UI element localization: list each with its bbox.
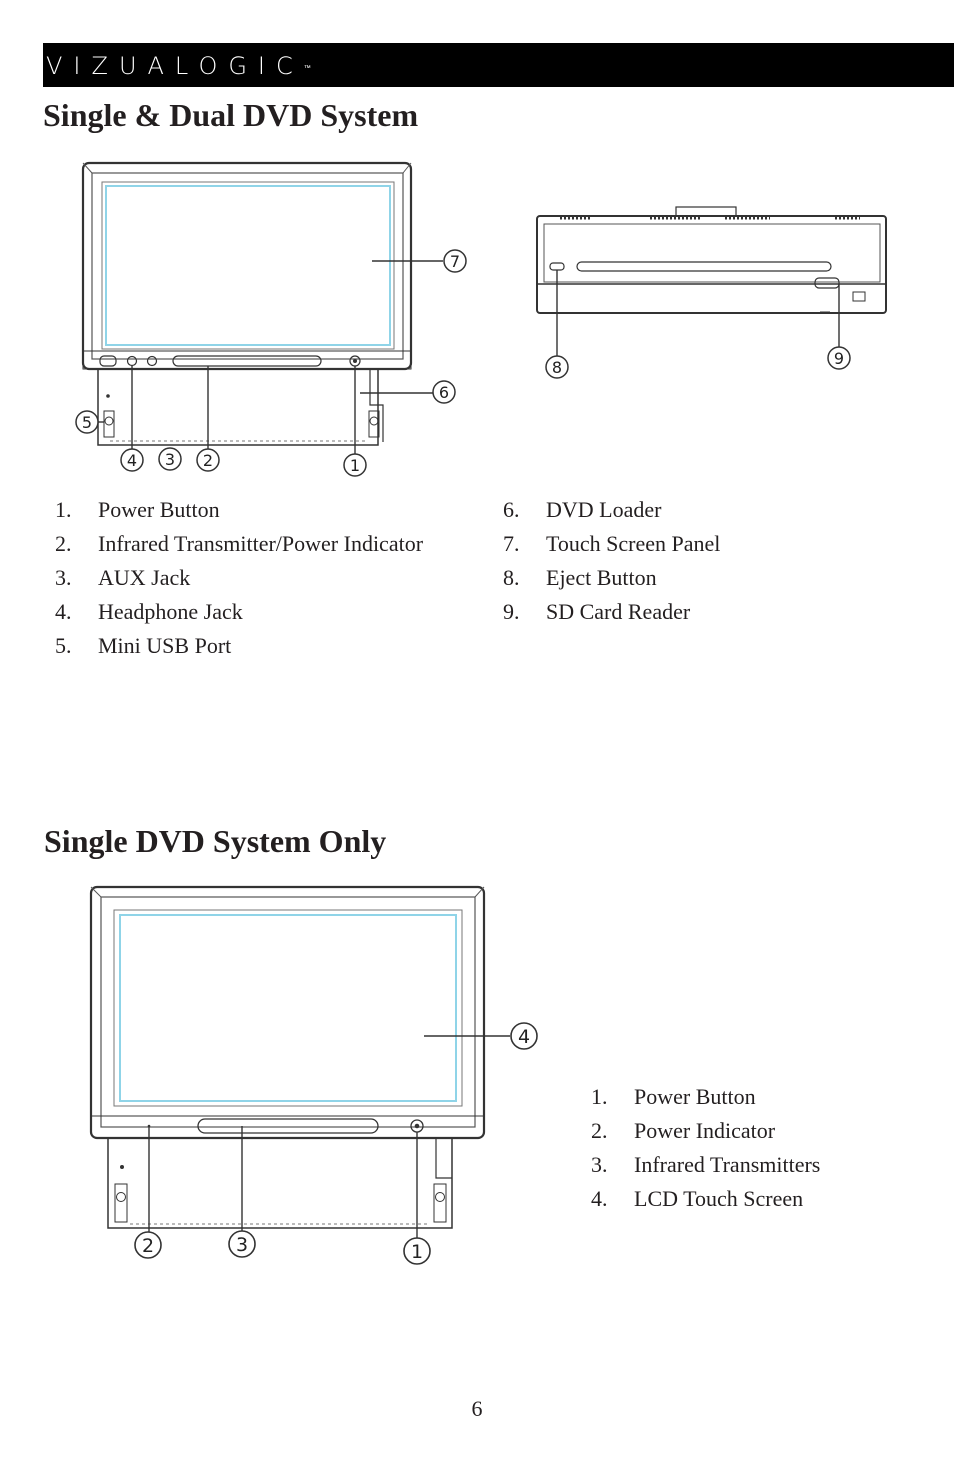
svg-text:7: 7	[450, 252, 460, 271]
list-item: 4.LCD Touch Screen	[591, 1186, 804, 1211]
callout-2: 2	[196, 448, 220, 472]
callout-4: 4	[120, 448, 144, 472]
dual-front-view-diagram: 7 6 5 4 3 2 1	[70, 155, 470, 485]
callout-3: 3	[228, 1230, 256, 1258]
callout-5: 5	[75, 410, 99, 434]
svg-text:3: 3	[236, 1234, 248, 1256]
brand-logo: VIZUALOGIC™	[46, 52, 311, 80]
list-item: 3.AUX Jack	[55, 565, 191, 590]
list-item: 1.Power Button	[55, 497, 220, 522]
list-item: 8.Eject Button	[503, 565, 657, 590]
svg-text:2: 2	[203, 451, 213, 470]
list-item: 9.SD Card Reader	[503, 599, 691, 624]
list-item: 5.Mini USB Port	[55, 633, 232, 658]
callout-1: 1	[403, 1237, 431, 1265]
callout-8: 8	[545, 355, 569, 379]
list-item: 4.Headphone Jack	[55, 599, 243, 624]
callout-2: 2	[134, 1231, 162, 1259]
list-item: 3.Infrared Transmitters	[591, 1152, 821, 1177]
single-front-view-drawing: 4 2 3 1	[89, 885, 538, 1265]
page-number: 6	[471, 1396, 483, 1421]
svg-text:5: 5	[82, 413, 92, 432]
list-item: 7.Touch Screen Panel	[503, 531, 721, 556]
svg-text:3: 3	[165, 450, 175, 469]
callout-4: 4	[510, 1022, 538, 1050]
single-front-view-diagram: 4 2 3 1	[80, 878, 550, 1278]
svg-text:2: 2	[142, 1235, 154, 1257]
svg-text:4: 4	[127, 451, 137, 470]
list-item: 6.DVD Loader	[503, 497, 662, 522]
single-parts-list: 1.Power Button 2.Power Indicator 3.Infra…	[591, 1080, 820, 1216]
callout-3: 3	[158, 447, 182, 471]
dual-top-view-drawing: 8 9	[536, 206, 887, 379]
list-item: 2.Infrared Transmitter/Power Indicator	[55, 531, 424, 556]
svg-text:1: 1	[350, 456, 360, 475]
callout-1: 1	[343, 453, 367, 477]
brand-header-bar: VIZUALOGIC™	[43, 43, 954, 87]
dual-parts-list-left: 1.Power Button 2.Infrared Transmitter/Po…	[55, 493, 423, 663]
callout-9: 9	[827, 346, 851, 370]
dual-parts-list-right: 6.DVD Loader 7.Touch Screen Panel 8.Ejec…	[503, 493, 720, 629]
callout-6: 6	[432, 380, 456, 404]
svg-text:8: 8	[552, 358, 562, 377]
svg-text:9: 9	[834, 349, 844, 368]
callout-7: 7	[443, 249, 467, 273]
svg-text:4: 4	[518, 1026, 530, 1048]
list-item: 2.Power Indicator	[591, 1118, 776, 1143]
section-title-single: Single DVD System Only	[44, 823, 387, 859]
trademark-symbol: ™	[303, 64, 311, 72]
svg-text:1: 1	[411, 1241, 423, 1263]
dual-front-view-drawing: 7 6 5 4 3 2 1	[75, 161, 467, 477]
list-item: 1.Power Button	[591, 1084, 756, 1109]
section-title-dual: Single & Dual DVD System	[43, 97, 419, 133]
dual-top-view-diagram: 8 9	[520, 200, 900, 390]
svg-text:6: 6	[439, 383, 449, 402]
